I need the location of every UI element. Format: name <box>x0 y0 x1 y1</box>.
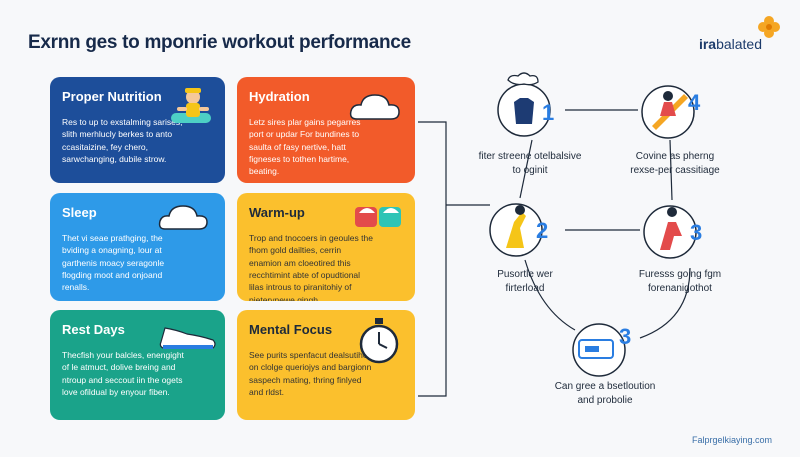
stopwatch-icon <box>359 318 399 364</box>
card-warm-up: Warm-up Trop and tnocoers in geoules the… <box>237 193 415 301</box>
step-number: 1 <box>542 100 554 125</box>
flow-step-1-icon: 1 <box>497 72 554 137</box>
card-rest-days: Rest Days Thecfish your balcles, enengig… <box>50 310 225 420</box>
brand-name: ira <box>698 36 717 52</box>
card-text: See purits spenfacut dealsutihes on clol… <box>249 350 372 397</box>
athlete-stretching-icon <box>171 88 211 123</box>
flow-step-3b-label: Can gree a bsetloution and probolie <box>554 381 656 406</box>
flow-step-2-label: Pusortle wer firterload <box>497 269 553 294</box>
page-title: Exrnn ges to mponrie workout performance <box>28 32 411 53</box>
sneaker-icon <box>159 327 216 349</box>
flow-step-4-icon: 4 <box>641 85 701 139</box>
card-title: Proper Nutrition <box>62 89 162 104</box>
card-text: Thet vi seae prathging, the bviding a on… <box>62 233 165 293</box>
card-title: Rest Days <box>62 322 125 337</box>
flow-step-2-icon: 2 <box>489 203 548 257</box>
step-number: 4 <box>688 90 701 115</box>
brand-sub: balated <box>716 36 762 52</box>
card-text: Letz sires plar gains pegarres port or u… <box>249 117 361 177</box>
step-number: 3 <box>619 324 631 349</box>
card-title: Hydration <box>249 89 310 104</box>
flow-step-3a-label: Furesss going fgm forenanigothot <box>638 269 722 294</box>
card-title: Warm-up <box>249 205 305 220</box>
flow-step-1-label: fiter streene otelbalsive to oginit <box>478 151 582 176</box>
step-number: 2 <box>536 218 548 243</box>
card-sleep: Sleep Thet vi seae prathging, the bvidin… <box>50 193 225 301</box>
card-title: Sleep <box>62 205 97 220</box>
warm-up-icon <box>355 207 401 227</box>
flow-step-4-label: Covine as pherng rexse-per cassitiage <box>630 151 720 176</box>
sleep-cloud-icon <box>158 205 208 230</box>
flower-logo-icon <box>758 16 780 38</box>
flow-step-3-icon: 3 <box>643 205 702 259</box>
flow-step-3b-icon: 3 <box>572 323 631 377</box>
cloud-icon <box>349 94 400 120</box>
card-text: Res to up to exstalming sarises, slith m… <box>62 117 183 164</box>
card-mental-focus: Mental Focus See purits spenfacut dealsu… <box>237 310 415 420</box>
card-text: Thecfish your balcles, enengight of le a… <box>62 350 184 397</box>
card-text: Trop and tnocoers in geoules the fhom go… <box>249 233 373 301</box>
card-hydration: Hydration Letz sires plar gains pegarres… <box>237 77 415 183</box>
step-number: 3 <box>690 220 702 245</box>
card-title: Mental Focus <box>249 322 333 337</box>
footer-url: Falprgelkiaying.com <box>691 435 772 445</box>
brand-logo: irabalated <box>699 36 762 52</box>
card-proper-nutrition: Proper Nutrition Res to up to exstalming… <box>50 77 225 183</box>
